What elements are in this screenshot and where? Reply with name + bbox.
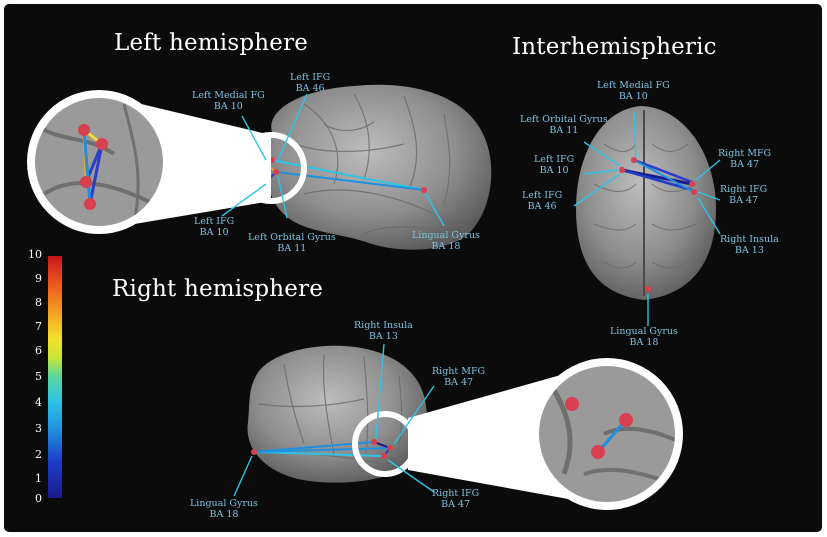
- leader-lines: [221, 93, 721, 497]
- colorbar-tick: 7: [35, 320, 42, 333]
- left-hemisphere-title: Left hemisphere: [114, 30, 309, 56]
- interhemispheric-brain: [576, 106, 716, 300]
- right-zoom-callout: [408, 358, 683, 510]
- right-hemisphere-title: Right hemisphere: [112, 276, 324, 302]
- figure-graphics: [27, 84, 721, 510]
- interhemispheric-title: Interhemispheric: [512, 34, 717, 60]
- colorbar-tick: 0: [35, 492, 42, 505]
- colorbar-tick: 6: [35, 344, 42, 357]
- inter-connections: [619, 157, 697, 292]
- left-zoom-callout: [27, 90, 271, 234]
- colorbar-tick: 2: [35, 448, 42, 461]
- colorbar-tick: 4: [35, 396, 42, 409]
- colorbar: [48, 256, 62, 498]
- right-connections: [251, 411, 418, 477]
- colorbar-tick: 1: [35, 472, 42, 485]
- colorbar-tick: 3: [35, 422, 42, 435]
- colorbar-tick: 8: [35, 296, 42, 309]
- colorbar-tick: 10: [28, 248, 42, 261]
- right-hemisphere-brain: [247, 345, 427, 483]
- colorbar-tick: 9: [35, 272, 42, 285]
- colorbar-tick: 5: [35, 370, 42, 383]
- brain-connectivity-figure: Left hemisphere Interhemispheric Right h…: [4, 4, 822, 532]
